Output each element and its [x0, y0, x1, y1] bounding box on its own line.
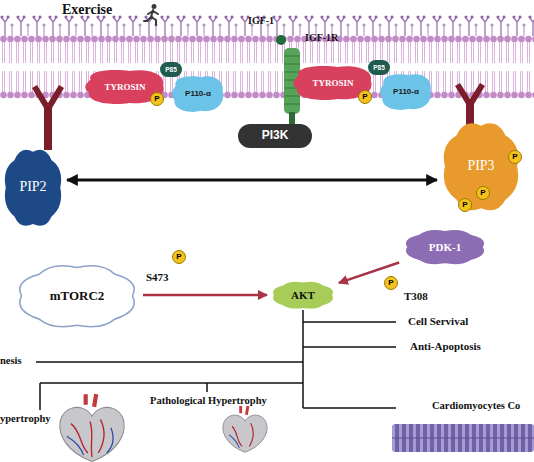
phospho-circle: P [508, 150, 522, 164]
phospho-circle: P [358, 90, 372, 104]
phospho-circle: P [384, 276, 398, 290]
node-text-group: PI3K [262, 129, 289, 143]
node-text-group: P [462, 200, 467, 209]
node-text-group: P [176, 252, 181, 261]
text-label: Cardiomyocytes Co [432, 400, 520, 412]
node-text-group: TYROSIN [312, 78, 353, 88]
mtorc2-blob: mTORC2 [14, 262, 140, 330]
node-label: P [512, 152, 517, 161]
phospho-circle: P [150, 92, 164, 106]
pdk1-blob: PDK-1 [402, 228, 488, 266]
node-text-group: P [512, 152, 517, 161]
node-text-group: PIP2 [19, 179, 46, 195]
signal-arrow [67, 179, 437, 182]
node-text-group: AKT [291, 289, 315, 302]
p85-subunit: P85 [368, 60, 390, 75]
node-label: P85 [165, 66, 177, 73]
node-label: P [388, 278, 393, 287]
phospho-circle: P [458, 198, 472, 212]
node-label: P [462, 200, 467, 209]
node-text-group: TYROSIN [104, 82, 145, 92]
node-label: P [176, 252, 181, 261]
pip3-blob: PIP3 [440, 118, 522, 215]
p85-subunit: P85 [160, 62, 182, 77]
node-text-group: PIP3 [467, 158, 494, 174]
text-label: IGF-1 [248, 15, 274, 27]
akt-blob: AKT [270, 280, 336, 310]
node-text-group: P [480, 188, 485, 197]
node-label: P [480, 188, 485, 197]
node-label: PIP3 [467, 158, 494, 174]
pip2-blob: PIP2 [2, 145, 64, 230]
node-label: P110-α [185, 89, 211, 98]
text-label: ypertrophy [0, 413, 51, 425]
node-label: TYROSIN [312, 78, 353, 88]
text-label: Cell Servival [408, 315, 468, 328]
node-text-group: P110-α [393, 87, 419, 96]
node-text-group: P110-α [185, 89, 211, 98]
node-label: mTORC2 [50, 289, 105, 304]
p110-subunit: P110-α [378, 72, 434, 112]
node-label: AKT [291, 289, 315, 302]
node-label: P [362, 92, 367, 101]
text-label: T308 [404, 290, 428, 303]
node-text-group: P85 [373, 64, 385, 71]
pi3k-box: PI3K [238, 124, 312, 148]
node-text-group: PDK-1 [429, 241, 461, 254]
signal-arrow [143, 294, 267, 297]
node-label: PIP2 [19, 179, 46, 195]
text-label: Pathological Hypertrophy [150, 395, 267, 407]
node-label: TYROSIN [104, 82, 145, 92]
node-text-group: P [362, 92, 367, 101]
text-label: Exercise [62, 2, 112, 18]
node-text-group: P [154, 94, 159, 103]
node-label: P110-α [393, 87, 419, 96]
node-label: P85 [373, 64, 385, 71]
node-label: P [154, 94, 159, 103]
node-label: PI3K [262, 129, 289, 143]
text-label: IGF-1R [305, 32, 338, 44]
text-label: Anti-Apoptosis [410, 340, 481, 353]
p110-subunit: P110-α [170, 74, 226, 114]
node-text-group: P [388, 278, 393, 287]
node-text-group: P85 [165, 66, 177, 73]
phospho-circle: P [172, 250, 186, 264]
text-label: nesis [0, 355, 22, 367]
node-label: PDK-1 [429, 241, 461, 254]
phospho-circle: P [476, 186, 490, 200]
text-label: S473 [146, 271, 169, 284]
node-text-group: mTORC2 [50, 289, 105, 304]
